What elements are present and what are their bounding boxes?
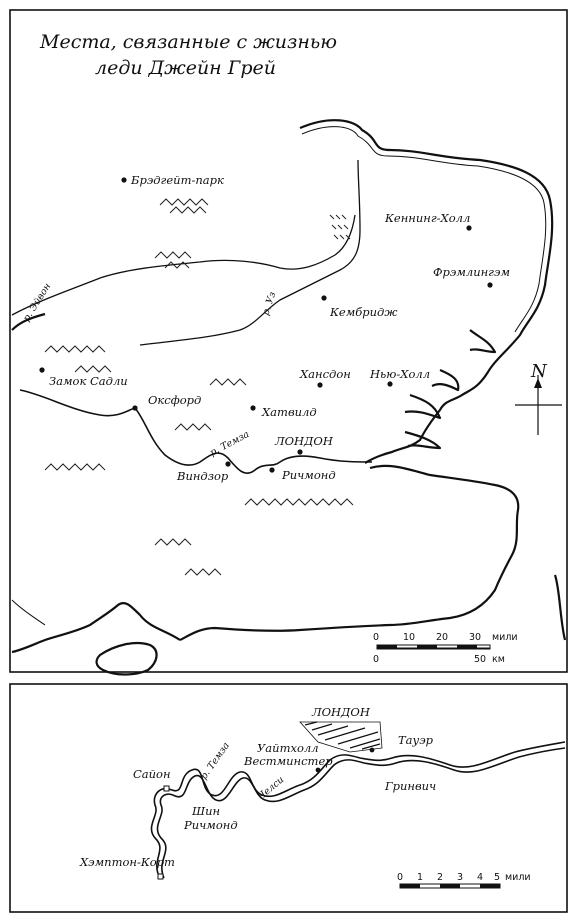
- river-ouse-line: [139, 159, 361, 346]
- inset-label-syon: Сайон: [133, 767, 171, 781]
- inset-label-westminster: Вестминстер: [243, 754, 333, 768]
- inset-thames-line-2: [156, 747, 566, 879]
- west-coast-edge: [11, 599, 46, 626]
- estuary-creek-3: [404, 393, 442, 420]
- inset-label-sheen: Шин: [191, 804, 220, 818]
- wales-coast-north: [11, 312, 46, 331]
- scale-miles-10: 10: [403, 632, 415, 643]
- north-arrow: [515, 375, 562, 435]
- estuary-creek-1: [469, 329, 497, 354]
- inset-scale-bar: [399, 883, 501, 889]
- main-scale-bar: [376, 644, 491, 650]
- label-hunsdon: Хансдон: [299, 367, 351, 381]
- place-markers: [39, 177, 493, 473]
- coastline-east-inner: [301, 126, 547, 333]
- label-river-thames: р. Темза: [208, 429, 251, 459]
- inset-scale-unit: мили: [505, 872, 531, 883]
- inset-label-greenwich: Гринвич: [384, 779, 436, 793]
- inset-marker-tower: [369, 747, 375, 753]
- inset-scale-2: 2: [437, 872, 443, 883]
- inset-label-thames: р. Темза: [198, 740, 232, 782]
- label-london: ЛОНДОН: [274, 434, 334, 448]
- inset-scale-4: 4: [477, 872, 483, 883]
- label-bradgate: Брэдгейт-парк: [130, 173, 224, 187]
- inset-marker-westminster: [315, 767, 321, 773]
- coastline-east: [299, 119, 554, 464]
- inset-label-london: ЛОНДОН: [311, 705, 371, 719]
- label-oxford: Оксфорд: [148, 393, 201, 407]
- hill-hachures: [44, 198, 354, 576]
- inset-scale-3: 3: [457, 872, 463, 883]
- label-framlingham: Фрэмлингэм: [433, 265, 510, 279]
- scale-miles-unit: мили: [492, 632, 518, 643]
- estuary-creek-4: [404, 430, 442, 450]
- scale-km-0: 0: [373, 654, 379, 665]
- inset-label-richmond: Ричмонд: [183, 818, 238, 832]
- inset-scale-5: 5: [494, 872, 500, 883]
- scale-km-50: 50: [474, 654, 486, 665]
- inset-marker-syon: [163, 785, 170, 792]
- inset-label-tower: Тауэр: [398, 733, 434, 747]
- east-edge-coast: [553, 574, 567, 641]
- scale-km-unit: км: [492, 654, 505, 665]
- label-windsor: Виндзор: [176, 469, 229, 483]
- inset-label-chelsea: Челси: [256, 774, 286, 802]
- scale-miles-0: 0: [373, 632, 379, 643]
- estuary-creek-2: [431, 368, 460, 392]
- inset-marker-hampton: [157, 873, 164, 880]
- thames-estuary-south: [179, 464, 520, 641]
- south-coast-west: [11, 601, 181, 654]
- label-kenning: Кеннинг-Холл: [384, 211, 470, 225]
- inset-thames-line: [150, 741, 566, 879]
- label-cambridge: Кембридж: [329, 305, 397, 319]
- label-richmond: Ричмонд: [281, 468, 336, 482]
- river-thames-line: [19, 389, 373, 474]
- inset-map-frame: [9, 683, 568, 913]
- isle-of-wight: [95, 641, 158, 676]
- label-sudeley: Замок Садли: [49, 374, 128, 388]
- label-newhall: Нью-Холл: [369, 367, 430, 381]
- scale-miles-20: 20: [436, 632, 448, 643]
- label-hatfield: Хатвилд: [261, 405, 317, 419]
- scale-miles-30: 30: [469, 632, 481, 643]
- inset-label-hampton: Хэмптон-Корт: [79, 855, 175, 869]
- map-title-line2: леди Джейн Грей: [95, 57, 276, 79]
- inset-scale-1: 1: [417, 872, 423, 883]
- north-arrow-label: N: [530, 361, 548, 382]
- inset-label-whitehall: Уайтхолл: [257, 741, 319, 755]
- river-avon-line: [11, 214, 356, 316]
- main-map-frame: [9, 9, 568, 673]
- map-title-line1: Места, связанные с жизнью: [39, 31, 337, 53]
- inset-london-area: [299, 721, 383, 753]
- inset-scale-0: 0: [397, 872, 403, 883]
